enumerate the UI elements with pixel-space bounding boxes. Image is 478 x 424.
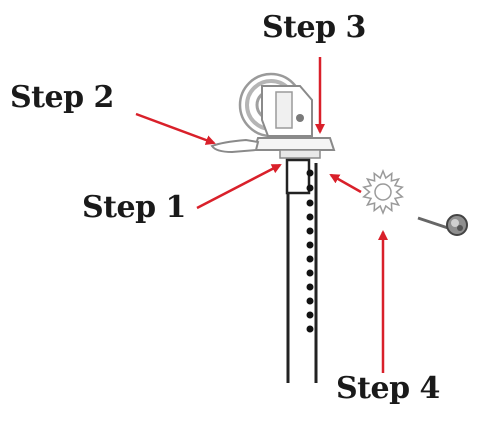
caster-bracket: [252, 85, 336, 159]
arrow-step2: [135, 112, 216, 145]
step-1-label: Step 1: [82, 190, 186, 225]
lock-washer: [362, 168, 404, 216]
arrow-step1: [196, 163, 282, 210]
brake-pedal: [210, 138, 260, 154]
pole: [285, 158, 318, 383]
step-2-label: Step 2: [10, 80, 114, 115]
step-4-label: Step 4: [336, 371, 440, 406]
step-3-label: Step 3: [262, 10, 366, 45]
pole-dots: [306, 169, 314, 333]
arrow-washer: [329, 173, 362, 194]
screw: [417, 214, 468, 236]
